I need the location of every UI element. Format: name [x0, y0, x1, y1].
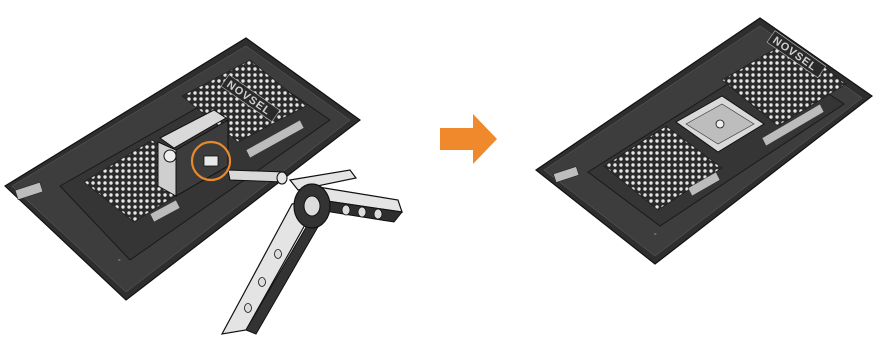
- bottom-mark: ◦: [118, 257, 120, 264]
- bottom-mark: ◦: [654, 231, 656, 238]
- direction-arrow-icon: [440, 114, 497, 164]
- monitor-without-stand: NOVSEL ◦: [536, 18, 872, 264]
- monitor-with-stand: NOVSEL ◦: [5, 38, 402, 334]
